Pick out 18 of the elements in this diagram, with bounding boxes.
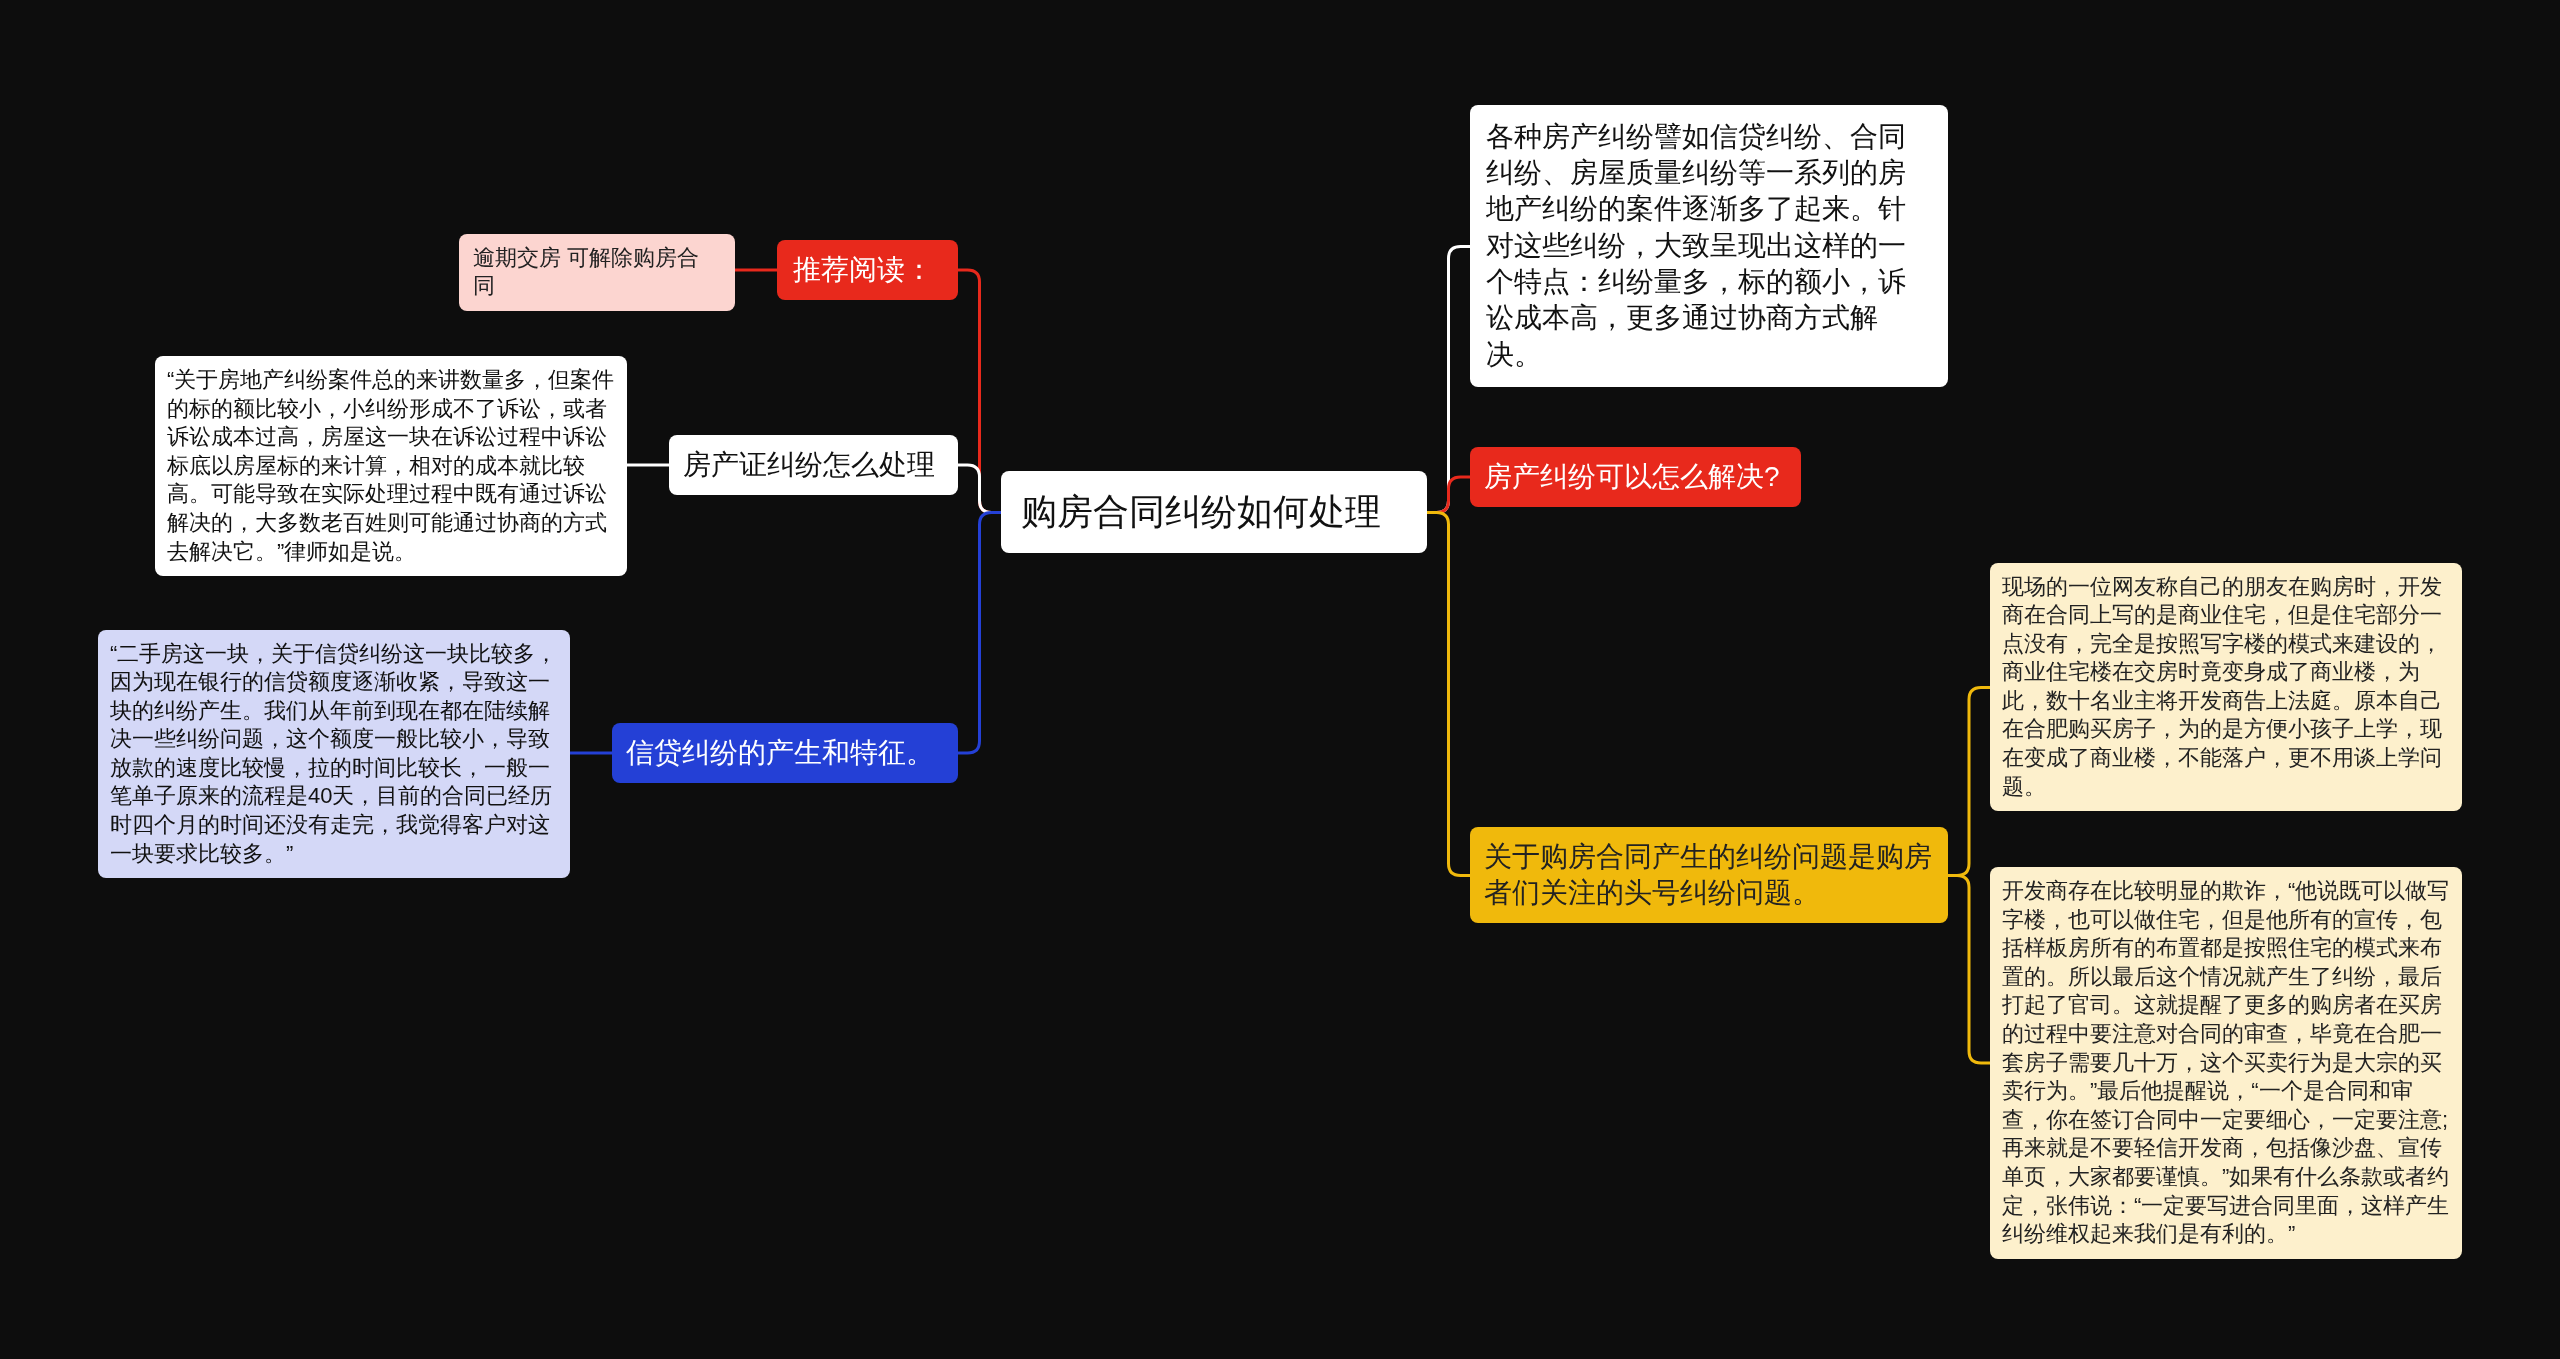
connector-line xyxy=(1948,874,1990,1065)
topic-box: 关于购房合同产生的纠纷问题是购房者们关注的头号纠纷问题。 xyxy=(1470,826,1948,924)
topic-box: 房产证纠纷怎么处理 xyxy=(669,435,958,496)
topic-box: 房产纠纷可以怎么解决? xyxy=(1470,447,1801,508)
topic-box: 信贷纠纷的产生和特征。 xyxy=(612,723,958,784)
connector-line xyxy=(570,751,612,755)
connector-line xyxy=(627,463,669,467)
note-box: 各种房产纠纷譬如信贷纠纷、合同纠纷、房屋质量纠纷等一系列的房地产纠纷的案件逐渐多了起来。针对这些纠纷，大致呈现出这样的一个特点：纠纷量多，标的额小，诉讼成本高，更多通过协商方式解决。 xyxy=(1470,104,1948,388)
connector-line xyxy=(958,511,1001,755)
topic-box: 逾期交房 可解除购房合同 xyxy=(459,233,735,311)
root-topic-box: 购房合同纠纷如何处理 xyxy=(1001,470,1427,554)
note-box: 开发商存在比较明显的欺诈，“他说既可以做写字楼，也可以做住宅，但是他所有的宣传，包括样板房所有的布置都是按照住宅的模式来布置的。所以最后这个情况就产生了纠纷，最后打起了官司。这就提醒了更多的购房者在买房的过程中要注意对合同的审查，毕竟在合肥一套房子需要几十万，这个买卖行为是大宗的买卖行为。”最后他提醒说，“一个是合同和审查，你在签订合同中一定要细心，一定要注意;再来就是不要轻信开发商，包括像沙盘、宣传单页，大家都要谨慎。”如果有什么条款或者约定，张伟说：“一定要写进合同里面，这样产生纠纷维权起来我们是有利的。” xyxy=(1990,867,2462,1259)
note-box: “二手房这一块，关于信贷纠纷这一块比较多，因为现在银行的信贷额度逐渐收紧，导致这一块的纠纷产生。我们从年前到现在都在陆续解决一些纠纷问题，这个额度一般比较小，导致放款的速度比较慢，拉的时间比较长，一般一笔单子原来的流程是40天，目前的合同已经历时四个月的时间还没有走完，我觉得客户对这一块要求比较多。” xyxy=(98,629,570,879)
connector-line xyxy=(735,268,777,272)
note-box: “关于房地产纠纷案件总的来讲数量多，但案件的标的额比较小，小纠纷形成不了诉讼，或者诉讼成本过高，房屋这一块在诉讼过程中诉讼标底以房屋标的来计算，相对的成本就比较高。可能导致在实际处理过程中既有通过诉讼解决的，大多数老百姓则可能通过协商的方式去解决它。”律师如是说。 xyxy=(155,356,627,577)
connector-line xyxy=(1427,511,1470,877)
topic-box: 推荐阅读： xyxy=(777,240,958,301)
note-box: 现场的一位网友称自己的朋友在购房时，开发商在合同上写的是商业住宅，但是住宅部分一点没有，完全是按照写字楼的模式来建设的，商业住宅楼在交房时竟变身成了商业楼，为此，数十名业主将开发商告上法庭。原本自己在合肥购买房子，为的是方便小孩子上学，现在变成了商业楼，不能落户，更不用谈上学问题。 xyxy=(1990,562,2462,812)
